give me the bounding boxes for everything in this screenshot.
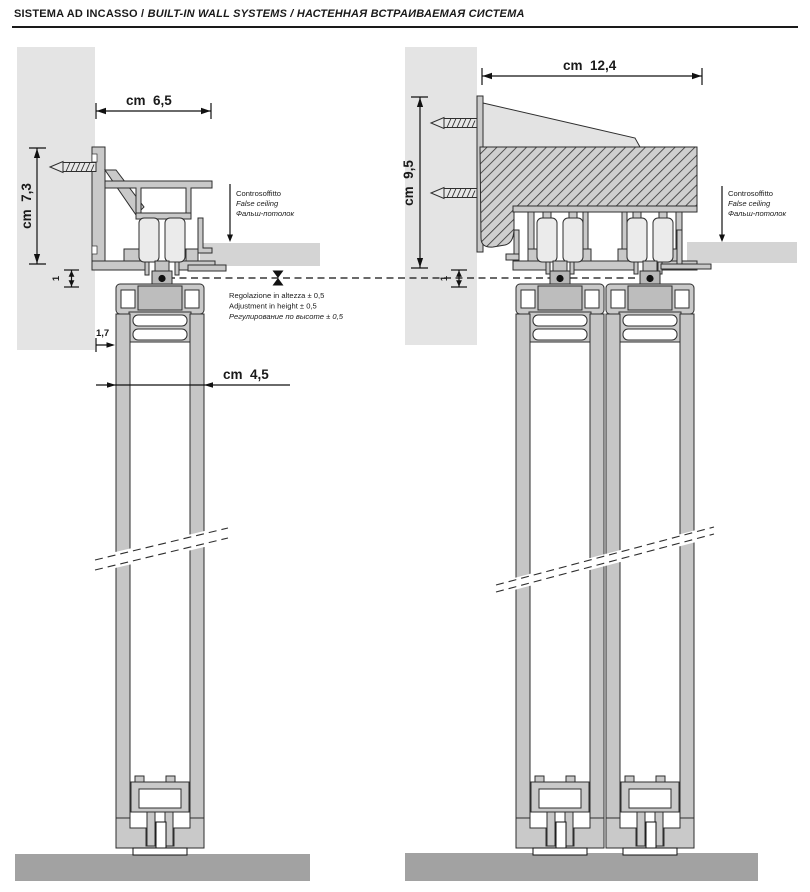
ceiling-trim-foot: [660, 263, 712, 270]
title-english: BUILT-IN WALL SYSTEMS: [147, 8, 288, 20]
ceiling-note-ru: Фальш-потолок: [236, 209, 294, 218]
track-bridge: [135, 212, 192, 220]
wall-left-drawing: [17, 47, 95, 350]
dim-label-track-width: cm 12,4: [563, 58, 617, 73]
ceiling-note-right: Controsoffitto False ceiling Фальш-потол…: [719, 186, 786, 242]
right-door-2: [605, 283, 695, 856]
dim-label-track-height: cm 7,3: [19, 183, 34, 229]
ceiling-note-ru: Фальш-потолок: [728, 209, 786, 218]
title-separator: /: [137, 8, 148, 20]
dim-right-gap: 1: [439, 269, 467, 288]
left-track-assembly: [49, 146, 227, 276]
dim-left-track-width: cm 6,5: [95, 93, 212, 119]
dim-right-track-width: cm 12,4: [481, 58, 703, 85]
header-rule: [12, 26, 798, 28]
ceiling-trim-foot: [187, 264, 227, 272]
dim-label-door-thickness: cm 4,5: [223, 367, 269, 382]
left-break-lines: [94, 525, 230, 573]
running-rail-right: [185, 248, 199, 262]
adjustment-note-ru: Регулирование по высоте ± 0,5: [229, 312, 344, 321]
ceiling-note-en: False ceiling: [236, 199, 279, 208]
dim-label-track-width: cm 6,5: [126, 93, 172, 108]
left-carriage: [138, 217, 186, 287]
dim-left-track-height: cm 7,3: [19, 147, 46, 265]
track-top-flange: [104, 180, 213, 216]
support-gusset: [482, 102, 641, 148]
center-spacer-channel: [587, 211, 623, 267]
right-carriage-1: [536, 217, 584, 287]
false-ceiling-slab-left: [200, 243, 320, 266]
dim-label-gap: 1: [439, 275, 450, 281]
dim-right-track-height: cm 9,5: [401, 96, 428, 269]
dim-left-door-thickness: cm 4,5: [96, 367, 290, 388]
left-door: [115, 283, 205, 856]
right-carriage-2: [626, 217, 674, 287]
adjustment-note-en: Adjustment in height ± 0,5: [229, 302, 317, 311]
title-russian: НАСТЕННАЯ ВСТРАИВАЕМАЯ СИСТЕМА: [296, 8, 525, 20]
dim-label-gap: 1: [51, 275, 62, 281]
ceiling-note-it: Controsoffitto: [236, 189, 281, 198]
dim-left-gap: 1: [51, 269, 79, 288]
ceiling-note-en: False ceiling: [728, 199, 771, 208]
right-track-assembly: [430, 95, 712, 275]
ceiling-note-left: Controsoffitto False ceiling Фальш-потол…: [227, 184, 294, 242]
page-title: SISTEMA AD INCASSO / BUILT-IN WALL SYSTE…: [14, 8, 525, 20]
floor-left-drawing: [15, 854, 310, 881]
dim-label-track-height: cm 9,5: [401, 160, 416, 206]
adjustment-note-it: Regolazione in altezza ± 0,5: [229, 291, 324, 300]
running-rail-left: [123, 248, 141, 262]
height-adjustment-centerline: [168, 270, 660, 286]
dim-label-wall-offset: 1,7: [96, 328, 109, 339]
hatched-support-section: [479, 146, 698, 248]
fascia-clip: [197, 217, 213, 254]
right-break-lines: [495, 525, 715, 595]
adjustment-marker-top: [272, 270, 284, 278]
fascia-clip-right: [676, 229, 683, 265]
title-italian: SISTEMA AD INCASSO: [14, 8, 138, 20]
dim-left-wall-offset: 1,7: [95, 328, 115, 352]
false-ceiling-slab-right: [687, 242, 797, 263]
adjustment-marker-bottom: [272, 278, 284, 286]
title-separator-2: /: [287, 8, 297, 20]
adjustment-note: Regolazione in altezza ± 0,5 Adjustment …: [229, 291, 344, 321]
ceiling-note-it: Controsoffitto: [728, 189, 773, 198]
floor-right-drawing: [405, 853, 758, 881]
bottom-flange-left-part: [91, 260, 150, 271]
double-track-top-flange: [512, 205, 698, 213]
